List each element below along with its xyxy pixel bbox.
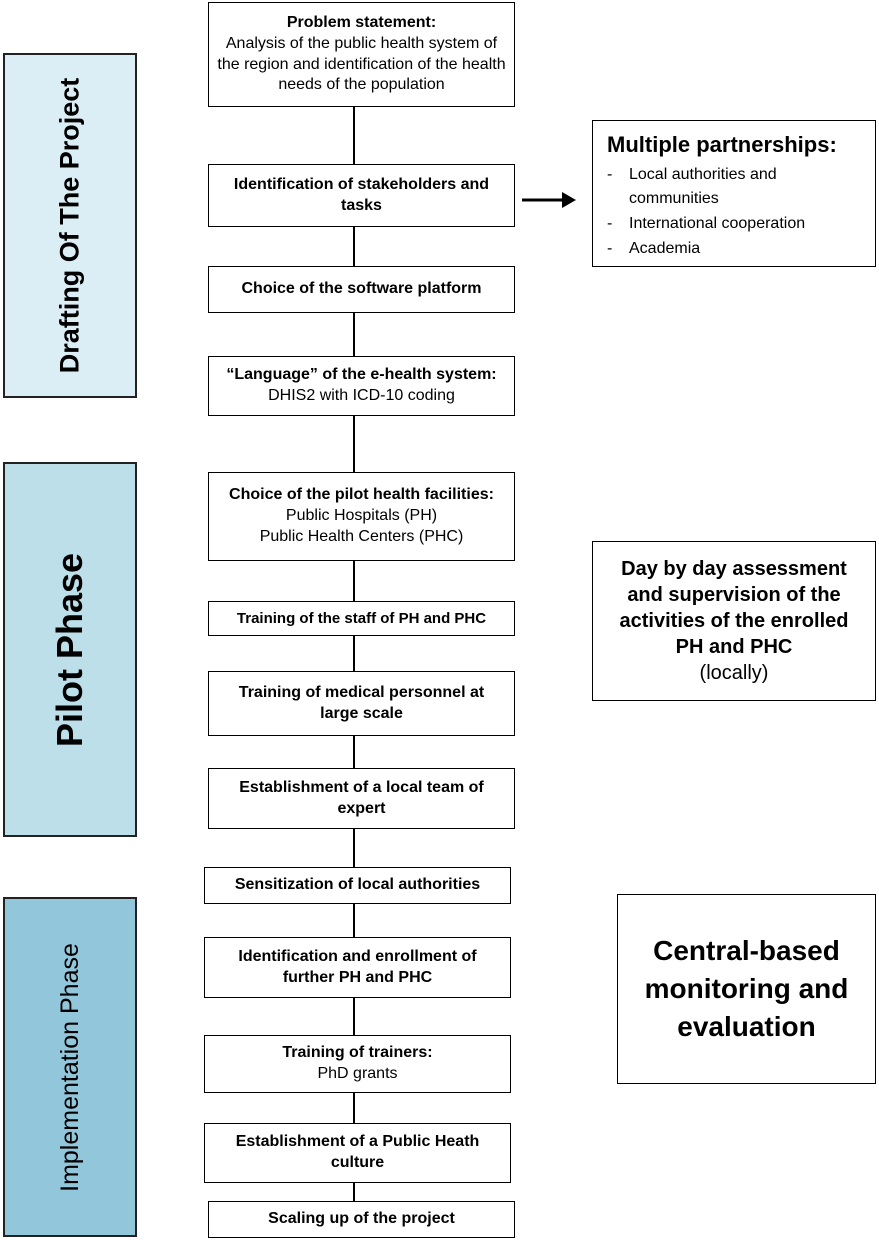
monitoring-box: Central-based monitoring and evaluation — [617, 894, 876, 1084]
step-training-medical: Training of medical personnel at large s… — [208, 671, 515, 736]
assessment-box: Day by day assessment and supervision of… — [592, 541, 876, 701]
list-bullet: - — [607, 239, 613, 257]
step-scaling-up: Scaling up of the project — [208, 1201, 515, 1238]
step-software-platform-title: Choice of the software platform — [241, 280, 482, 298]
step-training-medical-title: Training of medical personnel at large s… — [238, 683, 485, 722]
step-sensitization-title: Sensitization of local authorities — [234, 876, 481, 894]
connector-11 — [353, 1093, 355, 1123]
step-pilot-facilities-sub: Public Hospitals (PH) — [285, 507, 438, 525]
connector-12 — [353, 1183, 355, 1201]
partnership-item: - International cooperation — [607, 212, 863, 237]
step-pilot-facilities: Choice of the pilot health facilities: P… — [208, 472, 515, 561]
connector-5 — [353, 561, 355, 601]
partnership-item: - Academia — [607, 237, 863, 262]
arrow-right-icon — [522, 192, 576, 208]
step-training-staff-title: Training of the staff of PH and PHC — [236, 609, 487, 627]
step-problem-statement-sub: Analysis of the public health system of … — [217, 34, 506, 94]
list-bullet: - — [607, 165, 613, 183]
step-training-trainers-sub: PhD grants — [317, 1065, 398, 1082]
phase-pilot: Pilot Phase — [3, 462, 137, 837]
connector-9 — [353, 904, 355, 937]
partnership-item-label: International cooperation — [629, 215, 806, 233]
step-pilot-facilities-sub2: Public Health Centers (PHC) — [259, 527, 464, 545]
partnerships-title: Multiple partnerships: — [607, 132, 837, 157]
phase-implementation-label: Implementation Phase — [55, 942, 84, 1192]
partnership-item-label: Local authorities and communities — [629, 165, 777, 208]
connector-4 — [353, 416, 355, 472]
assessment-title: Day by day assessment and supervision of… — [619, 558, 849, 658]
step-language-sub: DHIS2 with ICD-10 coding — [268, 387, 455, 404]
step-software-platform: Choice of the software platform — [208, 266, 515, 313]
step-stakeholders-title: Identification of stakeholders and tasks — [233, 175, 490, 214]
connector-3 — [353, 313, 355, 356]
connector-6 — [353, 636, 355, 671]
partnerships-box: Multiple partnerships: - Local authoriti… — [592, 120, 876, 267]
phase-drafting: Drafting Of The Project — [3, 53, 137, 398]
step-training-trainers-title: Training of trainers: — [282, 1044, 433, 1062]
connector-10 — [353, 998, 355, 1035]
connector-2 — [353, 227, 355, 266]
phase-pilot-label: Pilot Phase — [49, 552, 90, 747]
step-language-title: “Language” of the e-health system: — [226, 366, 497, 384]
partnership-item: - Local authorities and communities — [607, 163, 863, 213]
step-enrollment: Identification and enrollment of further… — [204, 937, 511, 998]
partnership-item-label: Academia — [629, 239, 701, 257]
step-public-health-culture: Establishment of a Public Heath culture — [204, 1123, 511, 1183]
step-public-health-culture-title: Establishment of a Public Heath culture — [235, 1133, 480, 1171]
connector-8 — [353, 829, 355, 867]
step-problem-statement: Problem statement: Analysis of the publi… — [208, 2, 515, 107]
step-language: “Language” of the e-health system: DHIS2… — [208, 356, 515, 416]
phase-drafting-label: Drafting Of The Project — [54, 77, 85, 374]
step-local-team-title: Establishment of a local team of expert — [239, 778, 484, 817]
assessment-sub: (locally) — [699, 662, 769, 684]
connector-7 — [353, 736, 355, 768]
monitoring-title: Central-based monitoring and evaluation — [644, 935, 849, 1042]
phase-implementation: Implementation Phase — [3, 897, 137, 1237]
step-training-staff: Training of the staff of PH and PHC — [208, 601, 515, 636]
step-enrollment-title: Identification and enrollment of further… — [238, 947, 477, 986]
list-bullet: - — [607, 215, 613, 233]
step-stakeholders: Identification of stakeholders and tasks — [208, 164, 515, 227]
step-pilot-facilities-title: Choice of the pilot health facilities: — [229, 486, 494, 504]
step-sensitization: Sensitization of local authorities — [204, 867, 511, 904]
step-problem-statement-title: Problem statement: — [286, 13, 437, 31]
step-scaling-up-title: Scaling up of the project — [268, 1210, 455, 1228]
connector-1 — [353, 107, 355, 164]
step-local-team: Establishment of a local team of expert — [208, 768, 515, 829]
step-training-trainers: Training of trainers: PhD grants — [204, 1035, 511, 1093]
